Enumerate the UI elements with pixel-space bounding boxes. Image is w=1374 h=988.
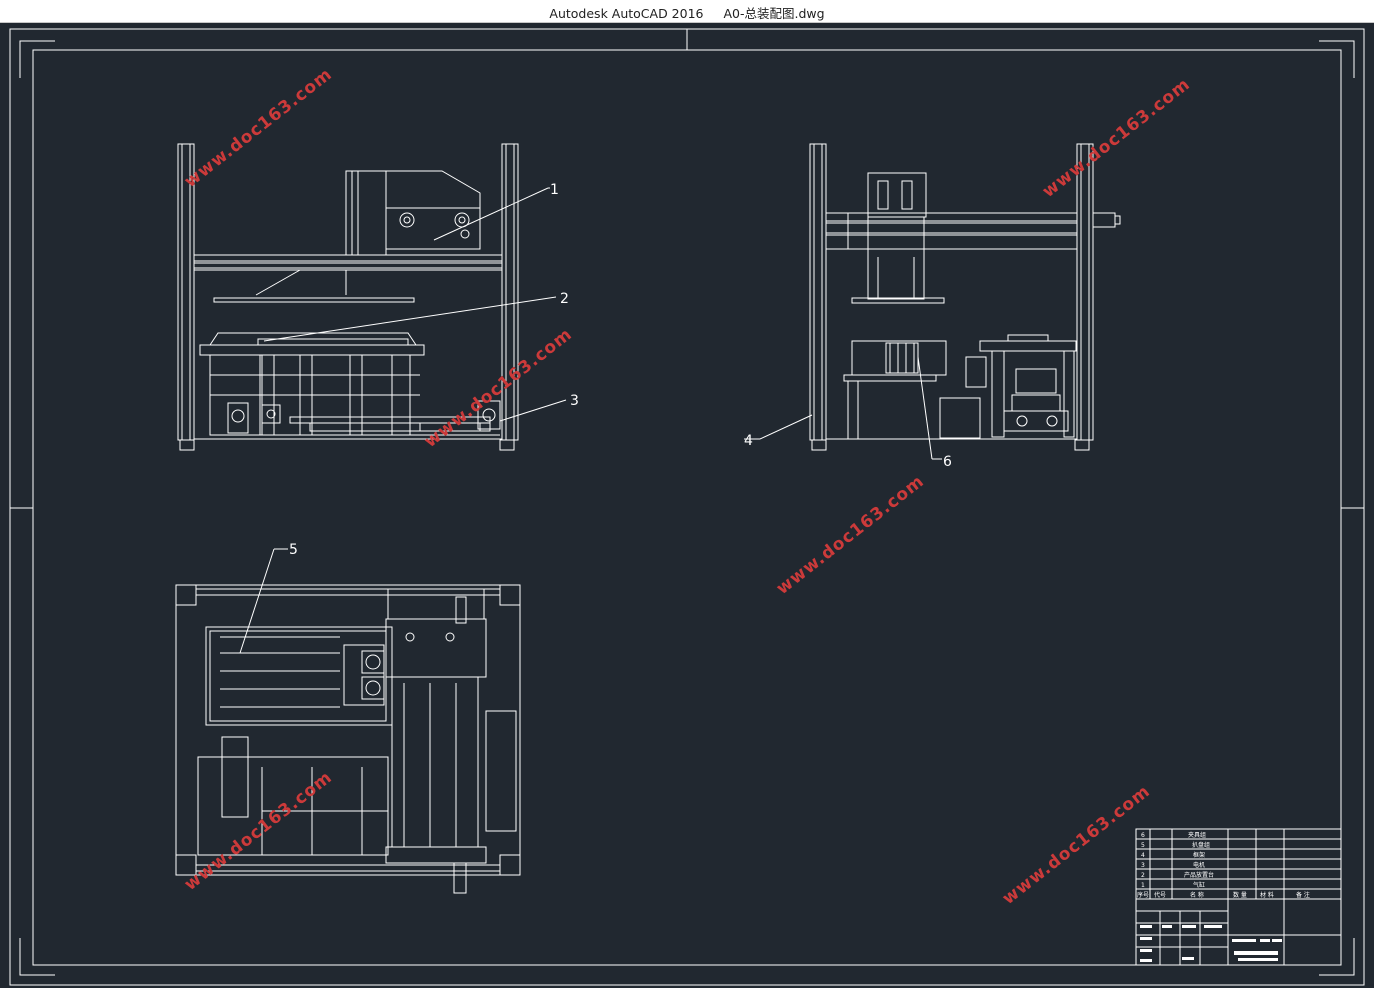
watermark-text: www.doc163.com: [999, 781, 1155, 909]
part-row-no: 5: [1141, 842, 1145, 849]
watermarks: www.doc163.com www.doc163.com www.doc163…: [181, 64, 1195, 909]
part-row-no: 4: [1141, 852, 1145, 859]
callout-2: 2: [560, 291, 569, 307]
top-view[interactable]: [175, 548, 521, 894]
part-row-name: 电机: [1193, 861, 1205, 869]
callout-1: 1: [550, 182, 559, 198]
header-code: 代号: [1154, 891, 1166, 899]
watermark-text: www.doc163.com: [773, 471, 929, 599]
part-row-no: 1: [1141, 882, 1145, 889]
corner-mark-tl: [19, 40, 55, 78]
header-name: 名 称: [1190, 891, 1204, 899]
drawing-canvas[interactable]: 1 2 3 4 5 6: [0, 23, 1374, 988]
parts-list-header: 序号 代号 名 称 数 量 材 料 备 注: [1137, 891, 1310, 899]
corner-mark-br: [1319, 938, 1355, 976]
part-row-no: 2: [1141, 872, 1145, 879]
window-title: Autodesk AutoCAD 2016 A0-总装配图.dwg: [0, 3, 1374, 22]
app-title: Autodesk AutoCAD 2016: [549, 6, 704, 21]
header-no: 序号: [1137, 891, 1149, 899]
side-view[interactable]: [744, 143, 1121, 460]
title-block[interactable]: 6 夹具组 5 扒盘组 4 框架 3 电机 2 产品放置台 1 气缸 序号 代号…: [1135, 828, 1342, 966]
part-row-name: 产品放置台: [1184, 871, 1214, 879]
callout-3: 3: [570, 393, 579, 409]
part-row-no: 3: [1141, 862, 1145, 869]
header-qty: 数 量: [1233, 891, 1247, 899]
watermark-text: www.doc163.com: [1039, 74, 1195, 202]
file-name: A0-总装配图.dwg: [723, 6, 825, 21]
watermark-text: www.doc163.com: [181, 767, 337, 895]
sheet-inner-frame: [32, 49, 1342, 966]
corner-mark-bl: [19, 938, 55, 976]
part-row-name: 夹具组: [1188, 831, 1206, 839]
header-material: 材 料: [1260, 891, 1274, 899]
part-row-no: 6: [1141, 832, 1145, 839]
part-row-name: 框架: [1193, 851, 1205, 859]
header-remark: 备 注: [1296, 891, 1310, 899]
watermark-text: www.doc163.com: [421, 324, 577, 452]
title-bar: Autodesk AutoCAD 2016 A0-总装配图.dwg: [0, 0, 1374, 23]
part-row-name: 扒盘组: [1192, 841, 1210, 849]
callout-5: 5: [289, 542, 298, 558]
corner-mark-tr: [1319, 40, 1355, 78]
front-view[interactable]: [177, 143, 567, 451]
part-row-name: 气缸: [1193, 881, 1205, 889]
drawing-svg[interactable]: 1 2 3 4 5 6: [0, 23, 1374, 988]
callouts: 1 2 3 4 5 6: [289, 182, 952, 558]
parts-list-rows: 6 夹具组 5 扒盘组 4 框架 3 电机 2 产品放置台 1 气缸: [1141, 831, 1214, 889]
watermark-text: www.doc163.com: [181, 64, 337, 192]
callout-4: 4: [744, 433, 753, 449]
callout-6: 6: [943, 454, 952, 470]
